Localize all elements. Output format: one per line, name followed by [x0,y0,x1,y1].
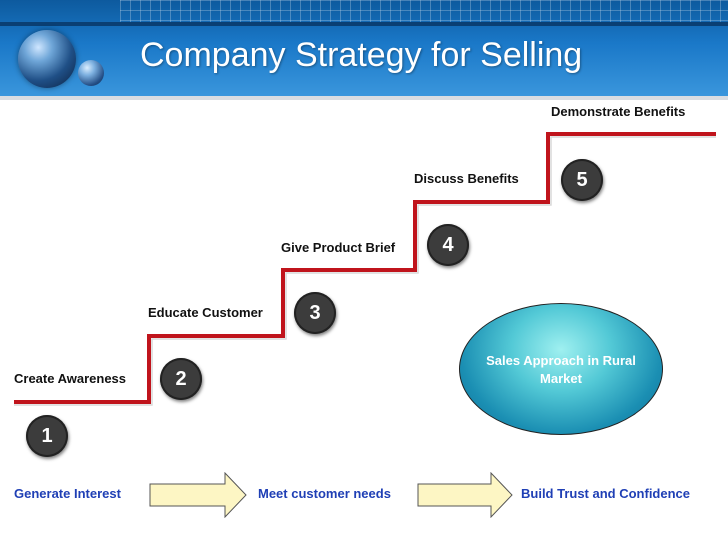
small-globe-icon [78,60,104,86]
sales-approach-label: Sales Approach in Rural Market [486,353,636,386]
step-number-5: 5 [561,159,603,201]
right-arrow-icon [149,472,247,518]
bottom-label-generate-interest: Generate Interest [14,486,121,501]
step-label-discuss-benefits: Discuss Benefits [414,171,519,186]
staircase-line [14,132,716,404]
step-label-give-product-brief: Give Product Brief [281,240,396,255]
step-label-demonstrate-benefits: Demonstrate Benefits [551,104,686,119]
staircase-line-shadow [14,136,716,406]
bottom-label-meet-customer-needs: Meet customer needs [258,486,391,501]
header-grid-pattern [120,0,728,22]
page-title: Company Strategy for Selling [140,36,583,74]
step-number-1: 1 [26,415,68,457]
globe-logo-icon [18,30,76,88]
step-number-3: 3 [294,292,336,334]
step-label-educate-customer: Educate Customer [148,305,263,320]
step-label-create-awareness: Create Awareness [14,371,127,386]
header-band [0,22,728,26]
right-arrow-icon [417,472,513,518]
step-number-4: 4 [427,224,469,266]
header-divider [0,96,728,100]
sales-approach-ellipse: Sales Approach in Rural Market [459,303,663,435]
bottom-label-build-trust: Build Trust and Confidence [521,486,691,501]
header-banner: Company Strategy for Selling [0,0,728,96]
step-number-2: 2 [160,358,202,400]
